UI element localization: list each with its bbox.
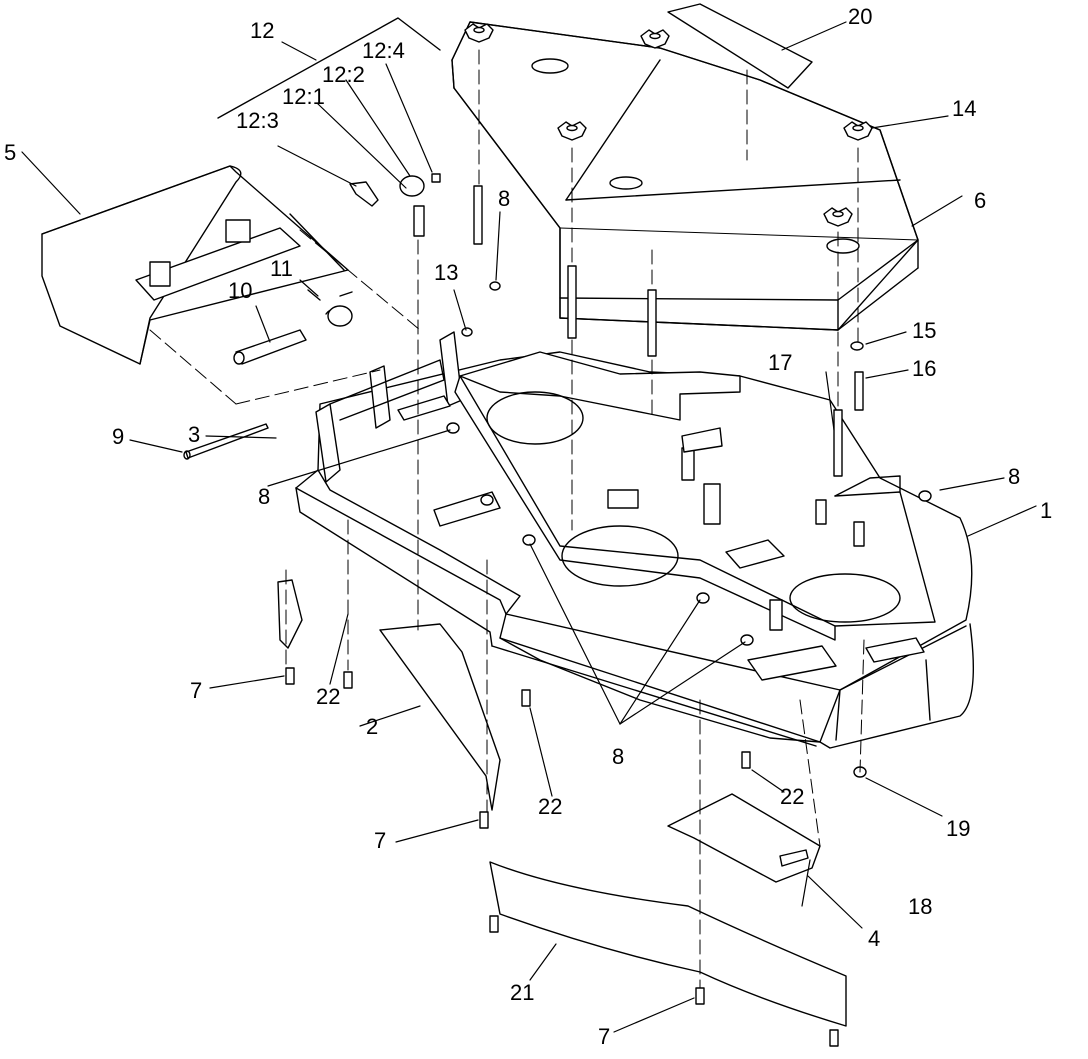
part-5-chute [41, 165, 349, 365]
callout-4: 4 [868, 926, 881, 951]
callout-22b: 22 [538, 794, 563, 819]
callout-7c: 7 [598, 1024, 611, 1049]
callout-22a: 22 [316, 684, 341, 709]
part-6-top-cover [451, 21, 919, 331]
part-1-deck [295, 331, 974, 749]
callout-19: 19 [946, 816, 971, 841]
callout-8a: 8 [498, 186, 511, 211]
callout-13: 13 [434, 260, 459, 285]
callout-11: 11 [270, 256, 293, 281]
callout-20: 20 [848, 4, 873, 29]
callout-8c: 8 [1008, 464, 1021, 489]
leader-lines [21, 21, 1037, 1033]
callout-10: 10 [228, 278, 253, 303]
part-9-pin [183, 423, 269, 460]
callout-9: 9 [112, 424, 125, 449]
part-3-bracket [277, 579, 303, 649]
callout-2: 2 [366, 714, 379, 739]
part-11-spring [307, 289, 353, 327]
callout-12-4: 12:4 [362, 38, 405, 63]
callout-8d: 8 [612, 744, 625, 769]
part-14-knobs [464, 23, 873, 227]
callout-6: 6 [974, 188, 987, 213]
assembly-dash-lines [149, 49, 865, 989]
callout-21: 21 [510, 980, 535, 1005]
callout-12-1: 12:1 [282, 84, 325, 109]
callout-17: 17 [768, 350, 793, 375]
callout-3: 3 [188, 422, 201, 447]
callout-12-2: 12:2 [322, 62, 365, 87]
part-10-rod [233, 329, 307, 365]
part-21-baffle [489, 861, 847, 1027]
part-20-decal [667, 3, 813, 89]
part-2-bracket [379, 623, 501, 811]
callout-8b: 8 [258, 484, 271, 509]
callout-14: 14 [952, 96, 977, 121]
callout-22c: 22 [780, 784, 805, 809]
callout-12-3: 12:3 [236, 108, 279, 133]
callout-12: 12 [250, 18, 275, 43]
callout-5: 5 [4, 140, 17, 165]
callout-7b: 7 [374, 828, 387, 853]
part-12-assembly [217, 17, 441, 237]
callout-16: 16 [912, 356, 937, 381]
callout-7a: 7 [190, 678, 203, 703]
callout-1: 1 [1040, 498, 1053, 523]
callout-18: 18 [908, 894, 933, 919]
callout-15: 15 [912, 318, 937, 343]
part-18-pin [779, 849, 809, 867]
